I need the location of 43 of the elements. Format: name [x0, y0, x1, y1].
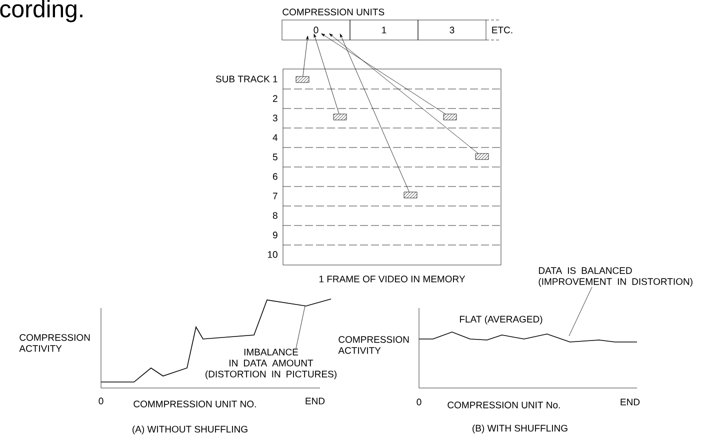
unit-cell: 3	[418, 20, 486, 40]
frame-caption: 1 FRAME OF VIDEO IN MEMORY	[319, 276, 466, 282]
hatched-block	[443, 114, 457, 120]
tick-label: END	[306, 398, 325, 404]
hatched-block	[296, 76, 310, 83]
hatched-block	[475, 153, 489, 160]
leader-line	[568, 286, 592, 336]
axis-label: COMPRESSION ACTIVITY	[338, 336, 409, 354]
hatched-block	[333, 114, 347, 120]
arrow	[302, 36, 309, 76]
arrow	[340, 34, 410, 192]
leader-line	[296, 306, 306, 349]
curve-note: DATA IS BALANCED (IMPROVEMENT IN DISTORTION)	[538, 267, 692, 287]
heading: COMPRESSION UNITS	[282, 8, 384, 16]
track-label: 7	[273, 192, 278, 200]
track-label: 6	[273, 173, 278, 180]
chart-caption: (B) WITH SHUFFLING	[472, 424, 568, 434]
arrow	[329, 33, 478, 154]
unit-cell: 1	[350, 20, 418, 40]
track-label: 2	[273, 95, 278, 102]
track-label: 4	[272, 134, 278, 141]
arrow	[314, 34, 340, 114]
memory-frame	[282, 68, 502, 266]
curve-note: FLAT (AVERAGED)	[460, 316, 542, 324]
track-label: 5	[272, 154, 278, 160]
track-label: 10	[268, 251, 278, 258]
track-label: 8	[272, 212, 278, 219]
chart-caption: (A) WITHOUT SHUFFLING	[132, 426, 248, 434]
arrow	[321, 33, 446, 114]
etc-label: ETC.	[492, 26, 512, 34]
axis-label: COMPRESSION UNIT No.	[448, 402, 560, 408]
tick-label: 0	[416, 398, 422, 406]
axis-label: COMMPRESSION UNIT NO.	[134, 400, 256, 408]
partial-text: cording.	[0, 0, 82, 22]
tick-label: END	[620, 398, 640, 406]
unit-cell: 0	[282, 20, 350, 40]
axis-label: COMPRESSION ACTIVITY	[19, 334, 90, 352]
track-label: 9	[272, 232, 278, 238]
hatched-block	[404, 192, 418, 198]
track-label: 3	[272, 114, 278, 122]
curve-note: IMBALANCE IN DATA AMOUNT (DISTORTION IN PICTURES)	[206, 348, 336, 380]
track-label: SUB TRACK 1	[216, 76, 278, 82]
tick-label: 0	[98, 398, 104, 404]
